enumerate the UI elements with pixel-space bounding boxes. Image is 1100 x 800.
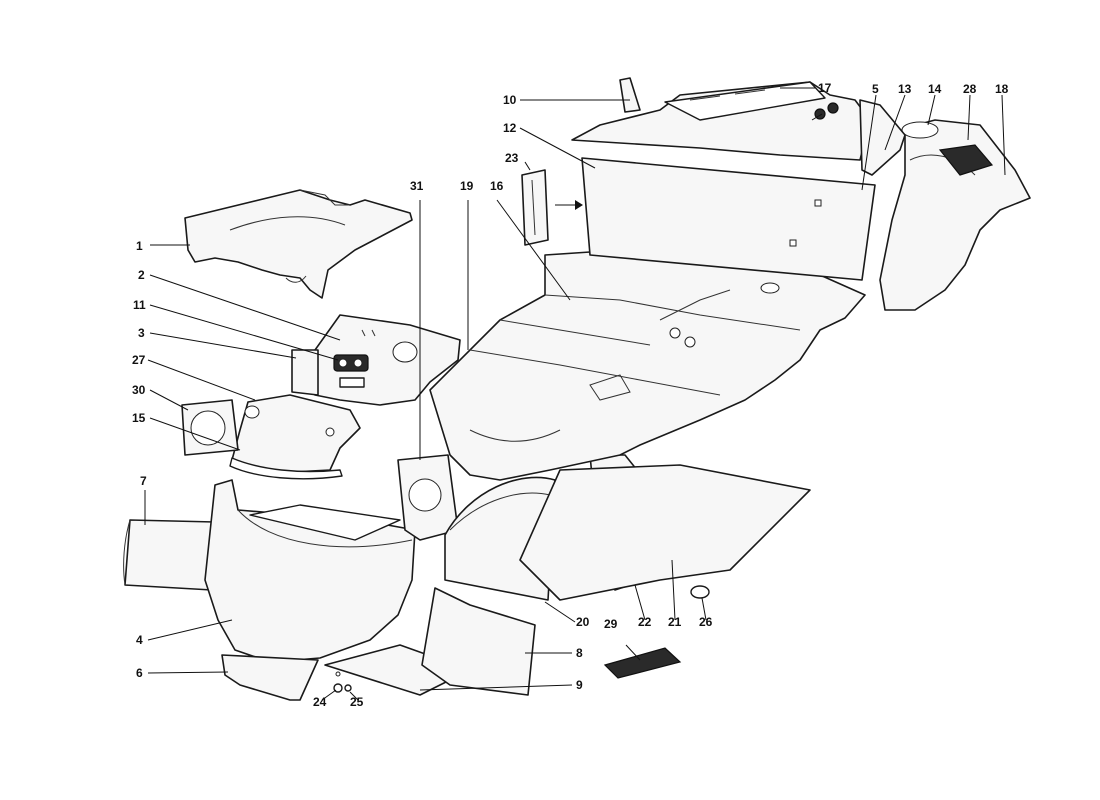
callout-1: 1: [136, 239, 143, 253]
part-1-cover-panel: [184, 189, 413, 299]
callout-3: 3: [138, 326, 145, 340]
part-21-floor-carpet: [519, 464, 811, 601]
callout-labels: 1 2 11 3 27 30 15 7 4 6 31 19 16 10 17 1…: [132, 81, 1009, 709]
part-5-14-side-trim: [859, 99, 906, 176]
callout-25: 25: [350, 695, 364, 709]
part-29-badge-plate: [603, 647, 682, 679]
callout-8: 8: [576, 646, 583, 660]
callout-15: 15: [132, 411, 146, 425]
callout-7: 7: [140, 474, 147, 488]
callout-26: 26: [699, 615, 713, 629]
callout-22: 22: [638, 615, 652, 629]
callout-31: 31: [410, 179, 424, 193]
part-31-bulkhead: [397, 454, 459, 541]
callout-10: 10: [503, 93, 517, 107]
callout-5: 5: [872, 82, 879, 96]
leader-lines: [144, 87, 1006, 701]
callout-11: 11: [133, 298, 146, 312]
callout-27: 27: [132, 353, 146, 367]
callout-21: 21: [668, 615, 682, 629]
direction-arrow: [555, 200, 583, 210]
callout-9: 9: [576, 678, 583, 692]
callout-24: 24: [313, 695, 327, 709]
callout-23: 23: [505, 151, 519, 165]
part-12-back-board: [581, 157, 876, 281]
callout-17: 17: [818, 81, 832, 95]
callout-13: 13: [898, 82, 912, 96]
part-7-left-flap: [123, 519, 216, 591]
callout-30: 30: [132, 383, 146, 397]
part-28-patch: [938, 144, 994, 176]
callout-4: 4: [136, 633, 143, 647]
callout-19: 19: [460, 179, 474, 193]
part-6-lower-scoop: [221, 654, 319, 701]
callout-6: 6: [136, 666, 143, 680]
part-30-round-plate: [181, 399, 239, 456]
callout-29: 29: [604, 617, 618, 631]
part-24-25-fasteners: [333, 683, 352, 693]
callout-18: 18: [995, 82, 1009, 96]
callout-16: 16: [490, 179, 504, 193]
callout-14: 14: [928, 82, 942, 96]
part-23-upright-strip: [521, 169, 549, 246]
part-15-seal: [229, 457, 343, 480]
part-26-plug: [690, 585, 710, 599]
part-16-main-floor: [429, 251, 866, 481]
part-3-bracket: [291, 349, 319, 396]
callout-28: 28: [963, 82, 977, 96]
part-13-bolts: [811, 102, 839, 121]
part-11-switch-block: [333, 354, 369, 388]
part-18-rear-wheel-arch: [879, 119, 1031, 311]
callout-20: 20: [576, 615, 590, 629]
part-8-footwell-panel: [421, 587, 536, 696]
part-4-wheel-housing: [204, 479, 416, 663]
callout-12: 12: [503, 121, 517, 135]
callout-2: 2: [138, 268, 145, 282]
part-10-17-rear-shelf: [571, 77, 871, 161]
part-27-tray: [231, 394, 361, 473]
